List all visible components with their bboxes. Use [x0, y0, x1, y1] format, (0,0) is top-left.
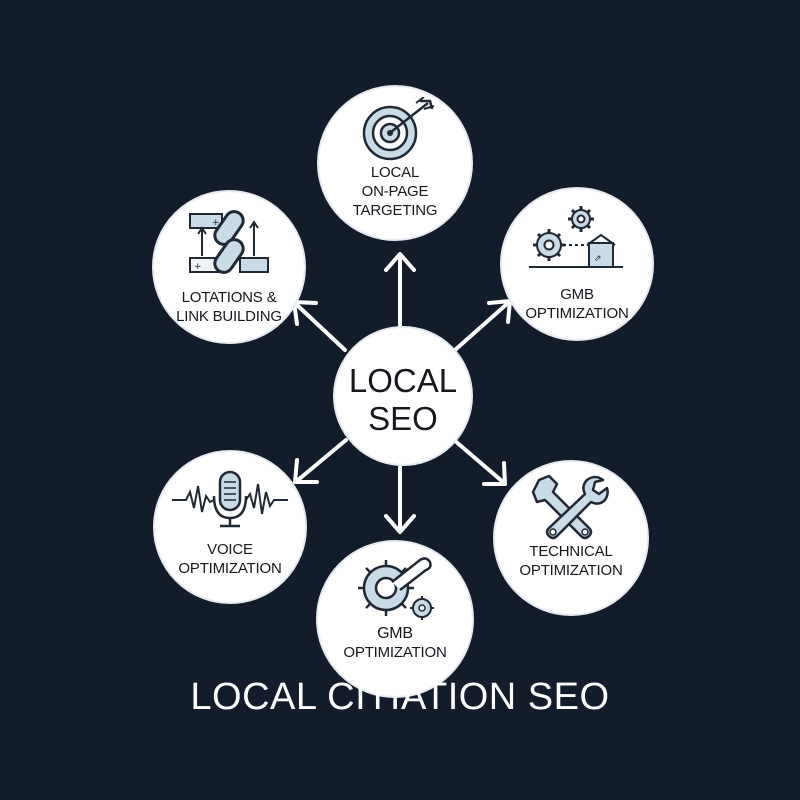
- gear-wrench-icon: [350, 552, 440, 629]
- microphone-wave-icon: [170, 468, 290, 537]
- center-label-line1: LOCAL: [348, 362, 458, 399]
- svg-text:+: +: [194, 262, 202, 272]
- node-voice-optimization: VOICE OPTIMIZATION: [153, 450, 307, 604]
- node-label: TECHNICAL OPTIMIZATION: [495, 542, 647, 580]
- node-label: VOICE OPTIMIZATION: [155, 540, 305, 578]
- wrench-tools-icon: [531, 472, 611, 547]
- label-line: LOTATIONS &: [181, 289, 277, 306]
- label-line: OPTIMIZATION: [519, 562, 623, 579]
- footer-title: LOCAL CITIATION SEO: [190, 676, 610, 718]
- node-local-on-page-targeting: LOCAL ON-PAGE TARGETING: [317, 85, 473, 241]
- gears-building-icon: ⇗: [527, 205, 627, 280]
- label-line: ON-PAGE: [361, 183, 429, 200]
- arrow-down: [384, 464, 416, 534]
- label-line: OPTIMIZATION: [525, 305, 629, 322]
- label-line: OPTIMIZATION: [178, 560, 282, 577]
- label-line: GMB: [377, 625, 413, 642]
- arrow-down-right: [452, 438, 507, 486]
- node-locations-link-building: + + LOTATIONS & LINK BUILDING: [152, 190, 306, 344]
- center-node: LOCAL SEO: [333, 326, 473, 466]
- node-label: LOTATIONS & LINK BUILDING: [154, 288, 304, 326]
- label-line: OPTIMIZATION: [343, 644, 447, 661]
- label-line: VOICE: [207, 541, 253, 558]
- center-label-line2: SEO: [368, 400, 438, 437]
- svg-text:⇗: ⇗: [594, 254, 602, 264]
- label-line: LINK BUILDING: [176, 308, 282, 325]
- label-line: GMB: [560, 286, 594, 303]
- chain-link-icon: + +: [184, 208, 274, 285]
- label-line: TARGETING: [352, 202, 438, 219]
- node-label: GMB OPTIMIZATION: [502, 285, 652, 323]
- arrow-down-left: [293, 438, 348, 484]
- node-label: LOCAL ON-PAGE TARGETING: [319, 163, 471, 220]
- node-gmb-optimization-top: ⇗ GMB OPTIMIZATION: [500, 187, 654, 341]
- target-arrow-icon: [350, 96, 440, 168]
- label-line: LOCAL: [370, 164, 420, 181]
- svg-text:+: +: [212, 218, 220, 228]
- node-technical-optimization: TECHNICAL OPTIMIZATION: [493, 460, 649, 616]
- node-gmb-optimization-bottom: GMB OPTIMIZATION: [316, 540, 474, 698]
- label-line: TECHNICAL: [529, 543, 613, 560]
- arrow-up: [384, 252, 416, 328]
- center-label: LOCAL SEO: [335, 362, 471, 438]
- node-label: GMB OPTIMIZATION: [318, 624, 472, 662]
